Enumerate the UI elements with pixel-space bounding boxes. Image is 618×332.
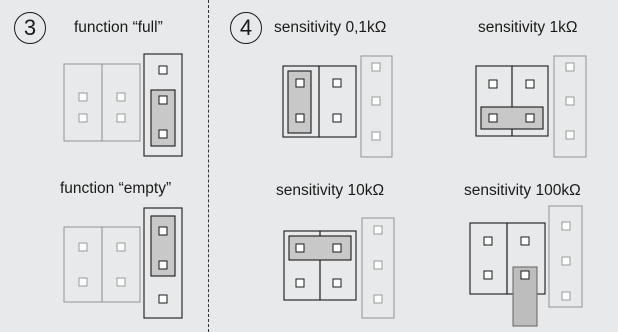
pin (158, 65, 168, 75)
jumper (287, 70, 312, 134)
pin (371, 96, 381, 106)
pin (483, 236, 493, 246)
inactive-block-right (101, 226, 141, 303)
pin (332, 78, 342, 88)
function-full-title: function “full” (74, 19, 163, 36)
pin (520, 270, 530, 280)
diagram-function-full (63, 53, 183, 157)
pin (295, 243, 305, 253)
pin (116, 92, 126, 102)
section-divider (208, 0, 209, 332)
pin (561, 291, 571, 301)
function-block (143, 53, 183, 157)
diagram-sensitivity-10k (283, 217, 395, 319)
pin (525, 113, 535, 123)
diagram-sensitivity-100k (469, 205, 583, 327)
inactive-block-left (63, 226, 103, 303)
pin (332, 278, 342, 288)
inactive-function-block (360, 55, 393, 158)
pin (488, 113, 498, 123)
pin (158, 294, 168, 304)
step-3-number: 3 (23, 15, 37, 40)
pin (520, 236, 530, 246)
pin (488, 79, 498, 89)
pin (373, 260, 383, 270)
inactive-function-block (553, 55, 587, 158)
sensitivity-100k-title: sensitivity 100kΩ (464, 182, 581, 199)
pin (158, 95, 168, 105)
pin (295, 278, 305, 288)
sensitivity-10k-title: sensitivity 10kΩ (276, 182, 385, 199)
pin (158, 129, 168, 139)
pin (525, 79, 535, 89)
inactive-function-block (361, 217, 395, 319)
step-3-badge: 3 (14, 12, 46, 44)
pin (78, 113, 88, 123)
step-4-number: 4 (239, 15, 253, 40)
pin (561, 256, 571, 266)
step-4-badge: 4 (230, 12, 262, 44)
pin (561, 221, 571, 231)
diagram-function-empty (63, 207, 183, 319)
function-empty-title: function “empty” (60, 180, 172, 197)
pin (116, 113, 126, 123)
sensitivity-block-right (319, 230, 357, 301)
sensitivity-block-left (469, 222, 508, 295)
function-block (143, 207, 183, 319)
pin (371, 62, 381, 72)
pin (78, 92, 88, 102)
sensitivity-1k-title: sensitivity 1kΩ (478, 19, 578, 36)
pin (483, 270, 493, 280)
pin (116, 277, 126, 287)
jumper (480, 106, 544, 130)
pin (158, 260, 168, 270)
pin (332, 243, 342, 253)
pin (371, 131, 381, 141)
pin (295, 78, 305, 88)
pin (565, 62, 575, 72)
pin (565, 130, 575, 140)
pin (332, 113, 342, 123)
pin (158, 226, 168, 236)
pin (373, 225, 383, 235)
sensitivity-0-1k-title: sensitivity 0,1kΩ (274, 19, 387, 36)
diagram-sensitivity-0-1k (282, 55, 393, 158)
pin (116, 242, 126, 252)
pin (565, 96, 575, 106)
pin (78, 277, 88, 287)
pin (373, 294, 383, 304)
inactive-block-right (101, 63, 141, 142)
sensitivity-block-right (318, 65, 357, 138)
inactive-block-left (63, 63, 103, 142)
sensitivity-block-right (511, 65, 549, 137)
pin (78, 242, 88, 252)
pin (295, 113, 305, 123)
diagram-sensitivity-1k (475, 55, 587, 158)
inactive-function-block (548, 205, 583, 308)
